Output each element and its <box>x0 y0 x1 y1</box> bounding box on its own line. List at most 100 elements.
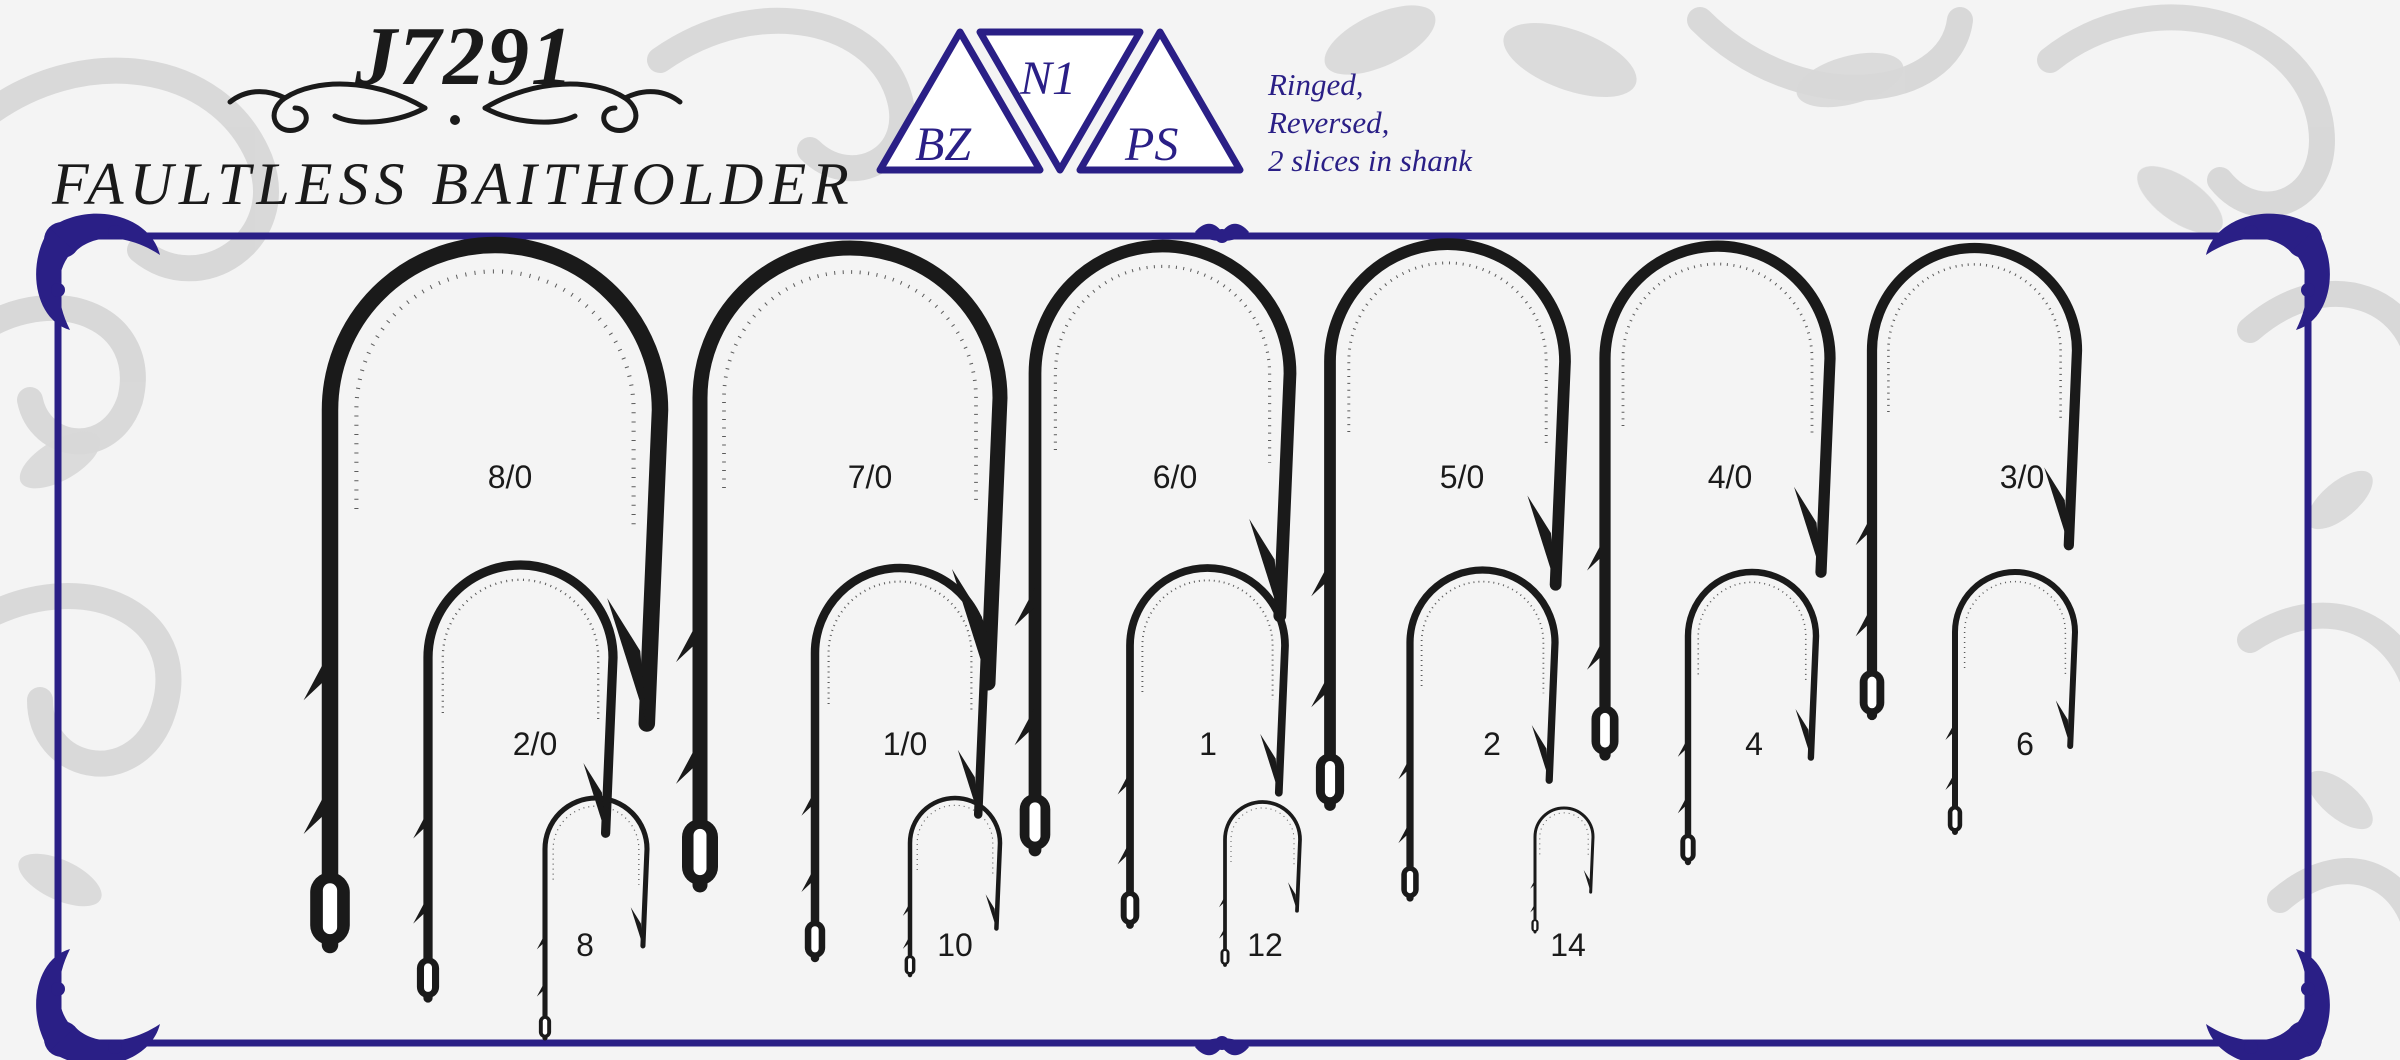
hook-barb <box>1260 733 1279 793</box>
hook-body <box>423 560 618 1003</box>
hook-hatching <box>827 580 973 713</box>
hook-eye-slot <box>1867 676 1877 709</box>
hook-barb <box>985 894 997 929</box>
hook-12 <box>536 795 650 1041</box>
badge-n1-label: N1 <box>1019 52 1076 105</box>
badge-n1-triangle <box>976 28 1144 174</box>
hook-5 <box>1855 242 2083 721</box>
feature-item: 2 slices in shank <box>1268 143 1473 178</box>
shank-slice <box>1311 671 1330 708</box>
size-label: 12 <box>1247 927 1283 963</box>
hook-3 <box>1311 238 1571 811</box>
hook-barb <box>1795 708 1811 758</box>
hook-eye-slot <box>424 963 432 992</box>
hook-body <box>1599 240 1836 761</box>
size-label: 14 <box>1550 927 1586 963</box>
hook-hatching <box>1230 807 1295 866</box>
hook-body <box>1866 242 2083 721</box>
size-label: 3/0 <box>1999 459 2045 495</box>
shank-slice <box>1855 514 1872 546</box>
shank-slice <box>1311 561 1330 597</box>
shank-slice <box>902 902 910 916</box>
hook-body <box>692 240 1008 893</box>
size-label: 7/0 <box>847 459 893 495</box>
hook-hatching <box>1963 580 2067 674</box>
hook-13 <box>902 795 1003 978</box>
shank-slice <box>1587 536 1605 571</box>
hook-hatching <box>1347 261 1548 444</box>
hook-14 <box>1219 800 1302 967</box>
hook-eye-slot <box>811 926 819 953</box>
size-label: 6/0 <box>1152 459 1198 495</box>
hook-15 <box>1530 806 1595 934</box>
size-label: 5/0 <box>1439 459 1485 495</box>
shank-slice <box>536 981 545 997</box>
hook-eye-slot <box>1126 896 1134 920</box>
shank-slice <box>1219 927 1225 939</box>
hook-hatching <box>1420 580 1545 694</box>
hook-eye-slot <box>1952 809 1958 829</box>
shank-slice <box>1945 722 1955 740</box>
hook-barb <box>1583 870 1591 893</box>
shank-slice <box>1855 605 1872 637</box>
hook-body <box>321 236 669 954</box>
shank-slice <box>676 617 700 663</box>
hook-hatching <box>1053 264 1272 463</box>
size-label: 1 <box>1199 726 1217 762</box>
hook-2 <box>1014 239 1297 857</box>
shank-slice <box>1014 707 1035 746</box>
feature-item: Ringed, <box>1268 67 1364 102</box>
shank-slice <box>1530 879 1535 889</box>
hook-body <box>1406 566 1559 902</box>
hook-8 <box>1117 564 1289 929</box>
shank-slice <box>902 935 910 949</box>
shank-slice <box>1945 772 1955 790</box>
hook-eye-slot <box>322 883 338 935</box>
corner-ornament <box>2206 949 2330 1060</box>
shank-slice <box>1014 587 1035 627</box>
shank-slice <box>1677 737 1688 757</box>
hook-7 <box>801 563 990 963</box>
hook-eye-slot <box>1685 838 1691 858</box>
hook-barb <box>1794 486 1821 573</box>
size-label: 6 <box>2016 726 2034 762</box>
hook-barb <box>1531 725 1550 781</box>
hook-body <box>907 795 1003 978</box>
size-label: 2/0 <box>512 726 558 762</box>
hook-hatching <box>916 804 994 875</box>
hook-barb <box>607 598 647 724</box>
size-label: 4 <box>1745 726 1763 762</box>
hook-hatching <box>1697 581 1807 681</box>
hook-9 <box>1398 566 1559 902</box>
shank-slice <box>303 650 330 701</box>
hook-hatching <box>1539 812 1589 858</box>
hook-barb <box>1288 882 1297 911</box>
shank-slice <box>303 784 330 834</box>
badge-bz-triangle <box>876 28 1044 174</box>
corner-ornament <box>36 213 160 330</box>
shank-slice <box>536 934 545 950</box>
corner-ornament <box>36 949 160 1060</box>
title-flourish <box>227 81 683 133</box>
hook-body <box>1952 569 2079 835</box>
shank-slice <box>1677 794 1688 814</box>
shank-slice <box>413 810 428 839</box>
badge-group: BZ N1 PS <box>876 28 1244 174</box>
product-name: FAULTLESS BAITHOLDER <box>52 151 855 217</box>
hook-hatching <box>1887 263 2062 423</box>
hook-hatching <box>1141 579 1274 700</box>
hook-eye-slot <box>1324 761 1336 798</box>
shank-slice <box>1398 821 1410 844</box>
center-ornament <box>1195 223 1249 243</box>
size-label: 2 <box>1483 726 1501 762</box>
hook-eye-slot <box>1533 921 1537 931</box>
shank-slice <box>1117 841 1130 865</box>
hook-body <box>1223 800 1302 967</box>
corner-ornament <box>2206 213 2330 330</box>
badge-bz-label: BZ <box>915 118 972 171</box>
shank-slice <box>1219 895 1225 908</box>
hook-eye-slot <box>1600 712 1610 748</box>
shank-slice <box>801 866 815 892</box>
